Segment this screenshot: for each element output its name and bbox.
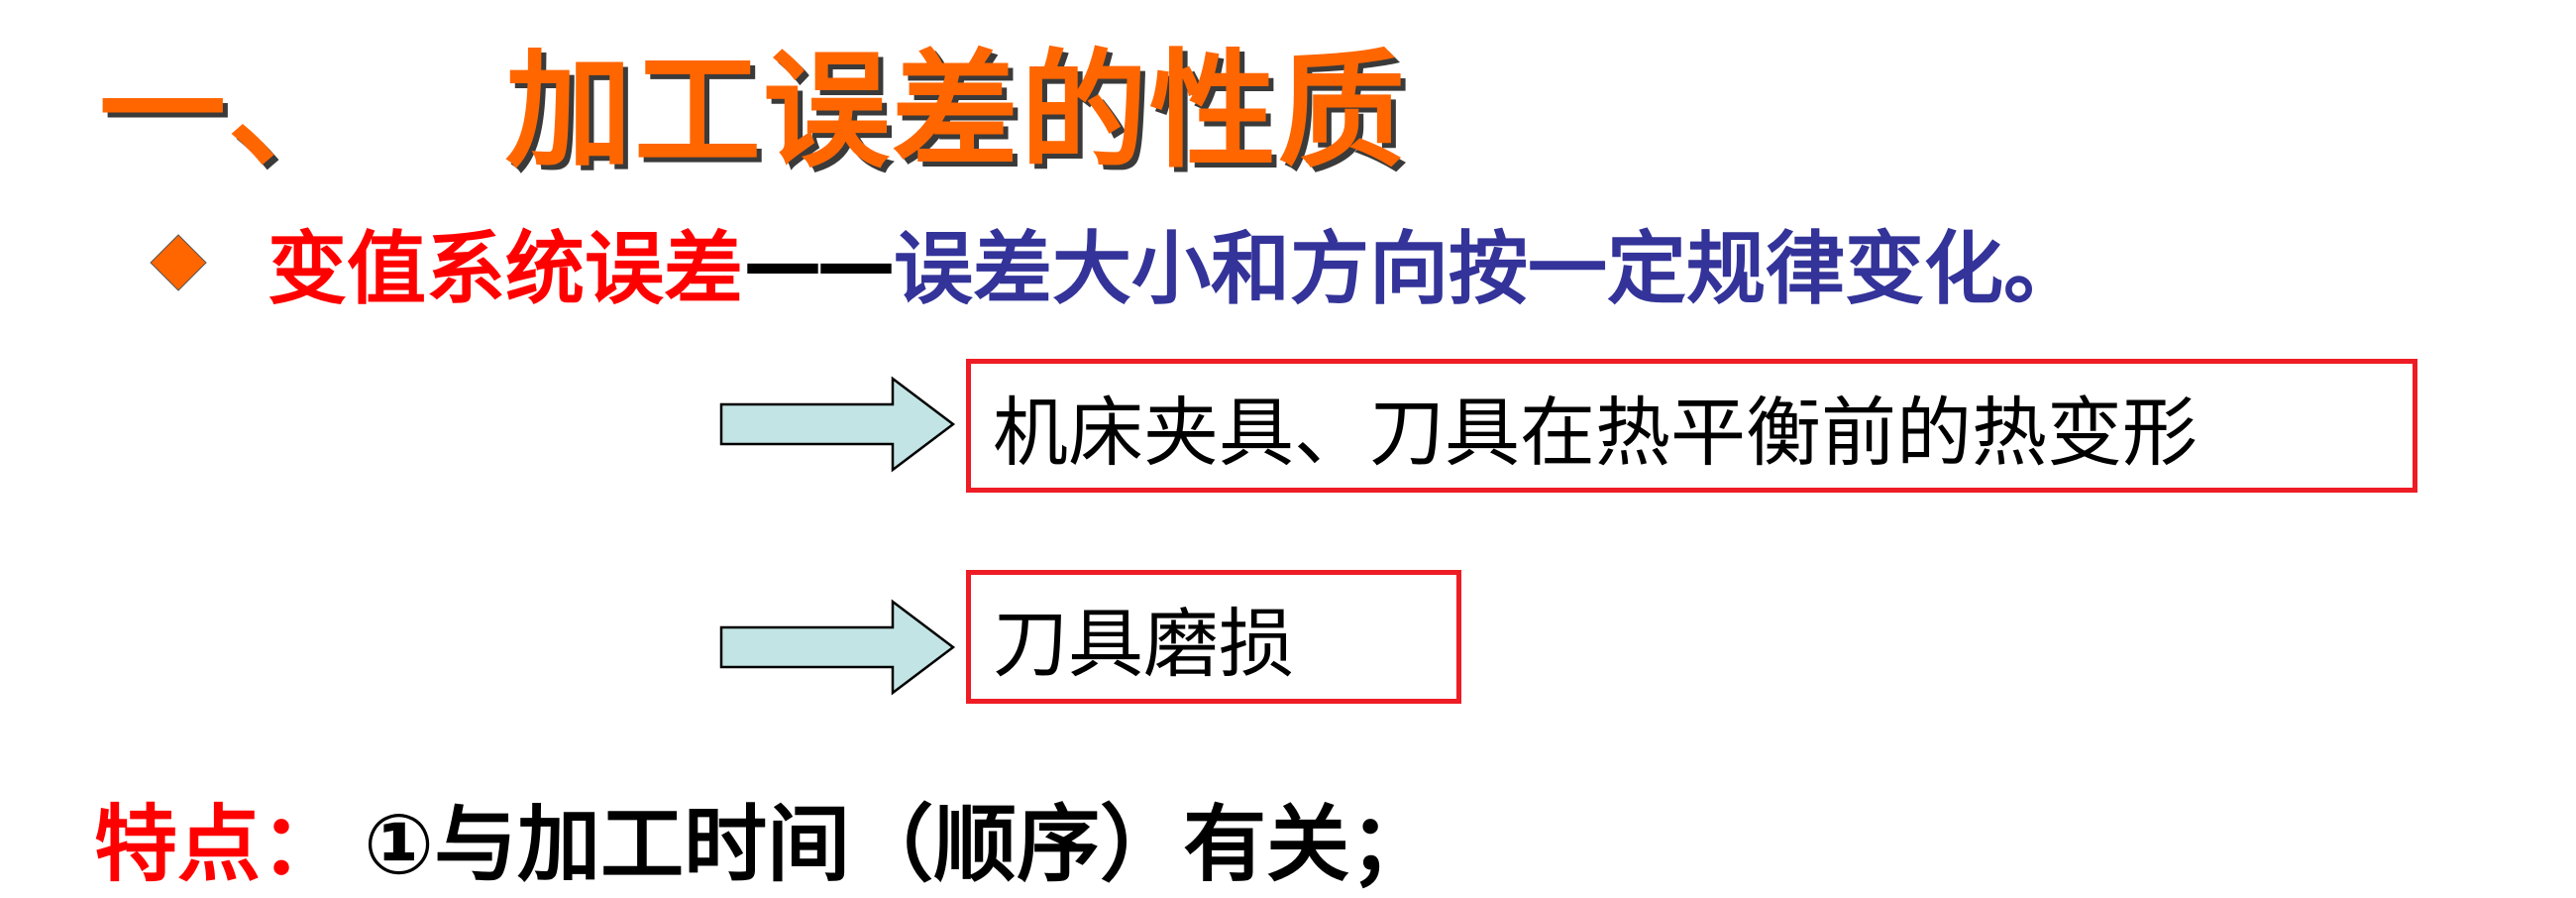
right-arrow-icon — [719, 599, 956, 696]
right-arrow-icon — [719, 376, 956, 473]
features-text: ①与加工时间（顺序）有关； — [364, 795, 1434, 893]
bullet-point: 变值系统误差 —— 误差大小和方向按一定规律变化。 — [149, 208, 2083, 317]
example-box-thermal: 机床夹具、刀具在热平衡前的热变形 — [966, 359, 2417, 493]
example-box-wear: 刀具磨损 — [966, 570, 1461, 704]
bullet-definition: 误差大小和方向按一定规律变化。 — [894, 223, 2083, 315]
features-line: 特点： ①与加工时间（顺序）有关； — [94, 783, 1433, 893]
example-text-thermal: 机床夹具、刀具在热平衡前的热变形 — [993, 388, 2198, 477]
example-text-wear: 刀具磨损 — [993, 599, 1294, 688]
features-label: 特点： — [94, 795, 345, 893]
bullet-term: 变值系统误差 — [268, 223, 743, 315]
title-number: 一、 — [99, 37, 358, 185]
diamond-bullet-icon — [150, 234, 207, 291]
title-text: 加工误差的性质 — [505, 37, 1408, 185]
bullet-dash: —— — [743, 216, 896, 309]
slide-title: 一、 加工误差的性质 — [99, 20, 1407, 185]
